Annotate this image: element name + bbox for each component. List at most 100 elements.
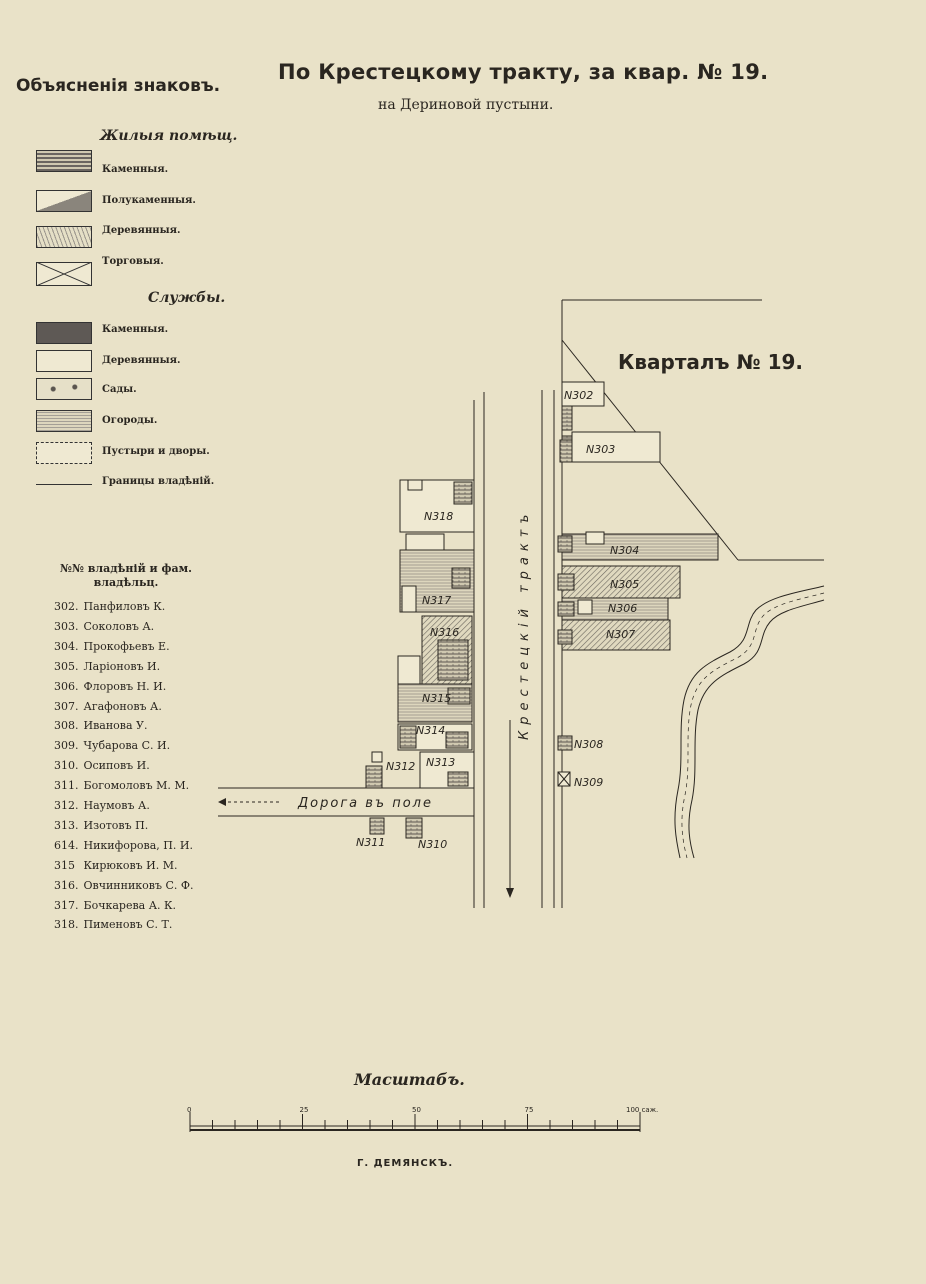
legend-swatch-wasteland	[36, 442, 92, 464]
owner-row: 313. Изотовъ П.	[54, 819, 148, 832]
legend-swatch-vegetable	[36, 410, 92, 432]
owner-row: 308. Иванова У.	[54, 719, 148, 732]
owner-row: 318. Пименовъ С. Т.	[54, 918, 172, 931]
plot-label-318: N318	[424, 510, 453, 523]
highway-road	[473, 390, 555, 908]
plot-307	[557, 619, 671, 651]
road-label: Крестецкій трактъ	[517, 509, 532, 741]
plot-label-306: N306	[608, 602, 637, 615]
owner-name: Богомоловъ М. М.	[80, 779, 190, 793]
legend-service-title: Службы.	[148, 290, 226, 306]
plot-label-315: N315	[422, 692, 451, 705]
owner-number: 312.	[54, 799, 79, 812]
owner-row: 317. Бочкарева А. К.	[54, 899, 176, 912]
field-road-label: Дорога въ поле	[297, 796, 433, 811]
legend-swatch-half-stone	[36, 190, 92, 212]
owner-number: 317.	[54, 898, 79, 912]
legend-swatch-wooden-service	[36, 350, 92, 372]
owner-number: 303.	[54, 619, 79, 633]
plot-317	[399, 549, 475, 613]
owner-number: 313.	[54, 818, 79, 832]
owner-row: 310. Осиповъ И.	[54, 759, 150, 772]
legend-swatch-wooden-living	[36, 226, 92, 248]
legend-swatch-gardens	[36, 378, 92, 400]
scale-title: Масштабъ.	[354, 1070, 465, 1089]
plot-label-312: N312	[386, 760, 415, 773]
plot-309	[557, 771, 571, 787]
scale-tick-label: 100 саж.	[626, 1106, 658, 1114]
owner-row: 305. Ларіоновъ И.	[54, 660, 160, 673]
owner-name: Прокофьевъ Е.	[80, 639, 170, 653]
plot-label-313: N313	[426, 756, 455, 769]
owner-name: Овчинниковъ С. Ф.	[80, 878, 194, 892]
owner-number: 318.	[54, 918, 79, 932]
legend-swatch-trade	[36, 262, 92, 286]
owner-number: 305.	[54, 659, 79, 673]
owner-name: Пименовъ С. Т.	[80, 918, 173, 932]
owner-name: Изотовъ П.	[80, 818, 149, 832]
scale-tick-label: 25	[300, 1106, 309, 1114]
owner-name: Кирюковъ И. М.	[80, 858, 178, 872]
owner-row: 312. Наумовъ А.	[54, 799, 150, 812]
legend-label-wooden-living: Деревянныя.	[102, 225, 181, 236]
plot-310	[405, 817, 423, 839]
owner-number: 307.	[54, 699, 79, 713]
city-footer: Г. ДЕМЯНСКЪ.	[357, 1158, 454, 1169]
scale-ticks: 0 25 50 75 100 саж.	[187, 1106, 658, 1130]
owner-number: 308.	[54, 719, 79, 733]
owner-row: 304. Прокофьевъ Е.	[54, 640, 170, 653]
plot-label-305: N305	[610, 578, 639, 591]
owner-number: 309.	[54, 739, 79, 753]
plot-label-310: N310	[418, 838, 447, 851]
legend-title: Объясненія знаковъ.	[16, 76, 221, 96]
scale-tick-label: 0	[187, 1106, 191, 1114]
plot-label-316: N316	[430, 626, 459, 639]
owner-row: 306. Флоровъ Н. И.	[54, 680, 166, 693]
plot-318	[399, 479, 475, 551]
owner-row: 614. Никифорова, П. И.	[54, 839, 193, 852]
legend-label-half-stone: Полукаменныя.	[102, 195, 196, 206]
map-subtitle: на Дериновой пустыни.	[378, 97, 554, 113]
owner-name: Наумовъ А.	[80, 799, 150, 812]
plot-314	[397, 723, 473, 751]
plot-label-303: N303	[586, 443, 615, 456]
owner-number: 310.	[54, 759, 79, 773]
owner-name: Иванова У.	[80, 719, 148, 733]
owner-name: Флоровъ Н. И.	[80, 679, 167, 693]
owner-number: 306.	[54, 679, 79, 693]
plot-label-309: N309	[574, 776, 603, 789]
legend-label-gardens: Сады.	[102, 384, 137, 395]
owner-row: 302. Панфиловъ К.	[54, 600, 165, 613]
legend-label-stone-service: Каменныя.	[102, 324, 169, 335]
owner-number: 614.	[54, 838, 79, 852]
owner-name: Чубарова С. И.	[80, 739, 171, 753]
legend-label-vegetable: Огороды.	[102, 415, 158, 426]
owner-number: 304.	[54, 639, 79, 653]
owner-name: Панфиловъ К.	[80, 600, 166, 613]
owner-number: 316.	[54, 878, 79, 892]
legend-swatch-stone-living	[36, 150, 92, 172]
owner-name: Никифорова, П. И.	[80, 838, 193, 852]
owner-row: 307. Агафоновъ А.	[54, 700, 162, 713]
legend-living-title: Жилыя помѣщ.	[100, 128, 238, 144]
legend-swatch-boundary	[36, 484, 92, 485]
scale-tick-label: 50	[412, 1106, 421, 1114]
quarter-label: Кварталъ № 19.	[618, 350, 803, 374]
owner-number: 302.	[54, 600, 79, 613]
plot-304	[557, 531, 719, 561]
plot-303	[559, 431, 661, 463]
owner-row: 315 Кирюковъ И. М.	[54, 859, 178, 872]
scale-tick-label: 75	[525, 1106, 534, 1114]
plot-label-307: N307	[606, 628, 635, 641]
plot-308	[557, 735, 573, 751]
legend-label-boundary: Границы владѣній.	[102, 476, 215, 487]
owner-number: 315	[54, 858, 75, 872]
legend-label-wooden-service: Деревянныя.	[102, 355, 181, 366]
plot-label-302: N302	[564, 389, 593, 402]
plot-label-304: N304	[610, 544, 639, 557]
owner-name: Осиповъ И.	[80, 759, 150, 773]
owner-row: 316. Овчинниковъ С. Ф.	[54, 879, 194, 892]
owner-number: 311.	[54, 779, 79, 793]
owner-row: 311. Богомоловъ М. М.	[54, 779, 189, 792]
